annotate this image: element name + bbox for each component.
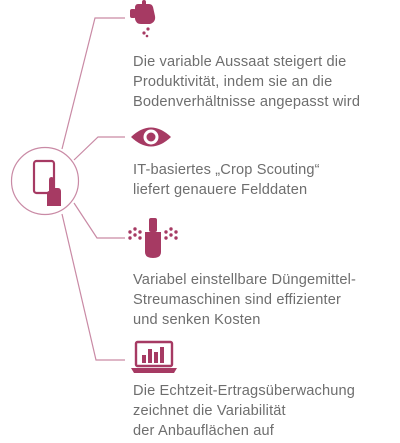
item-4-line-2: zeichnet die Variabilität <box>133 403 286 419</box>
item-2-line-2: liefert genauere Felddaten <box>133 182 308 198</box>
connector-line-2 <box>73 136 125 161</box>
tablet-touch-icon <box>10 146 80 216</box>
item-text-4: Die Echtzeit-Ertragsüberwachung zeichnet… <box>133 381 355 441</box>
connector-line-3 <box>73 202 125 239</box>
item-1-line-1: Die variable Aussaat steigert die <box>133 54 347 70</box>
item-3-line-2: Streumaschinen sind effizienter <box>133 292 341 308</box>
item-2-line-1: IT-basiertes „Crop Scouting“ <box>133 162 320 178</box>
item-3-line-3: und senken Kosten <box>133 312 261 328</box>
item-4-line-1: Die Echtzeit-Ertragsüberwachung <box>133 383 356 399</box>
item-1-line-2: Produktivität, indem sie an die <box>133 74 333 90</box>
item-text-2: IT-basiertes „Crop Scouting“ liefert gen… <box>133 160 320 200</box>
connector-line-4 <box>61 213 125 361</box>
eye-icon <box>131 127 171 147</box>
fertilizer-spreader-icon <box>128 218 178 258</box>
hand-seeding-icon <box>130 0 156 38</box>
item-1-line-3: Bodenverhältnisse angepasst wird <box>133 94 361 110</box>
laptop-chart-icon <box>131 340 177 373</box>
item-3-line-1: Variabel einstellbare Düngemittel- <box>133 272 357 288</box>
item-text-1: Die variable Aussaat steigert die Produk… <box>133 52 360 112</box>
item-4-line-3: der Anbauflächen auf <box>133 423 274 439</box>
item-text-3: Variabel einstellbare Düngemittel- Streu… <box>133 270 356 330</box>
connector-line-1 <box>61 17 125 150</box>
